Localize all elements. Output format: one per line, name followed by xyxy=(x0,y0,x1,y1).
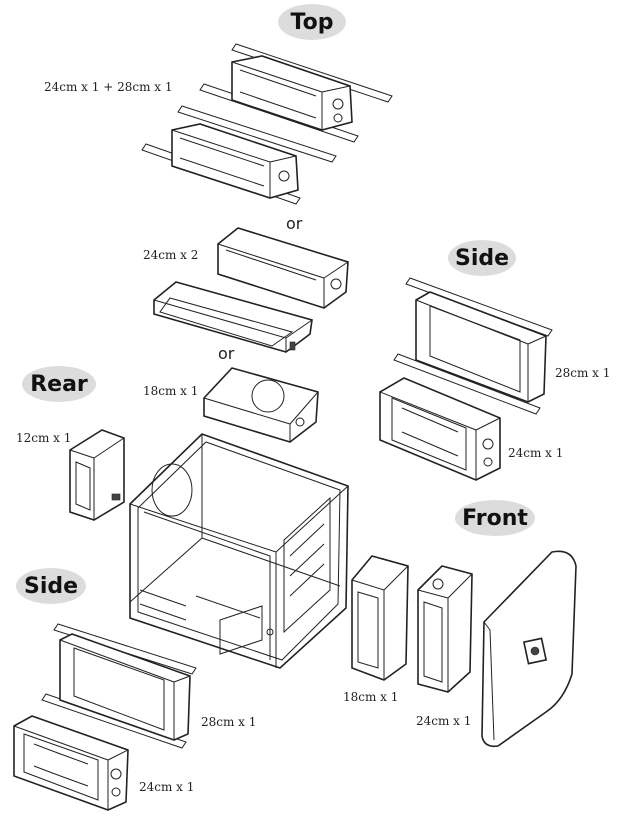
section-title-top: Top xyxy=(278,4,346,40)
label-rear-12: 12cm x 1 xyxy=(16,431,72,445)
section-title-side-upper: Side xyxy=(448,240,516,276)
section-title-side-lower: Side xyxy=(16,568,86,604)
side-lower-radiator-24cm xyxy=(13,715,129,811)
radiator-24cm-lower xyxy=(153,281,313,353)
top-radiator-24cm-with-brackets xyxy=(141,105,337,205)
or-connector-1: or xyxy=(286,214,303,233)
radiator-12cm-rear xyxy=(69,429,125,521)
label-side-lower-24: 24cm x 1 xyxy=(139,780,195,794)
side-lower-radiator-28cm-bracket xyxy=(41,623,197,749)
label-top-combo: 24cm x 1 + 28cm x 1 xyxy=(44,80,173,94)
label-side-upper-28: 28cm x 1 xyxy=(555,366,611,380)
section-title-front: Front xyxy=(455,500,535,536)
or-connector-2: or xyxy=(218,344,235,363)
section-title-rear: Rear xyxy=(22,366,96,402)
label-side-lower-28: 28cm x 1 xyxy=(201,715,257,729)
front-radiator-24cm xyxy=(417,565,473,693)
radiator-18cm-top xyxy=(203,367,319,443)
label-front-24: 24cm x 1 xyxy=(416,714,472,728)
front-panel xyxy=(481,550,577,748)
case-chassis xyxy=(129,433,349,669)
top-radiator-28cm-with-brackets xyxy=(199,43,393,143)
side-upper-radiator-28cm-bracket xyxy=(393,277,553,415)
label-front-18: 18cm x 1 xyxy=(343,690,399,704)
label-side-upper-24: 24cm x 1 xyxy=(508,446,564,460)
label-top-18: 18cm x 1 xyxy=(143,384,199,398)
side-upper-radiator-24cm xyxy=(379,377,501,481)
radiator-24cm-upper xyxy=(217,227,349,309)
label-top-24x2: 24cm x 2 xyxy=(143,248,199,262)
front-radiator-18cm xyxy=(351,555,409,681)
